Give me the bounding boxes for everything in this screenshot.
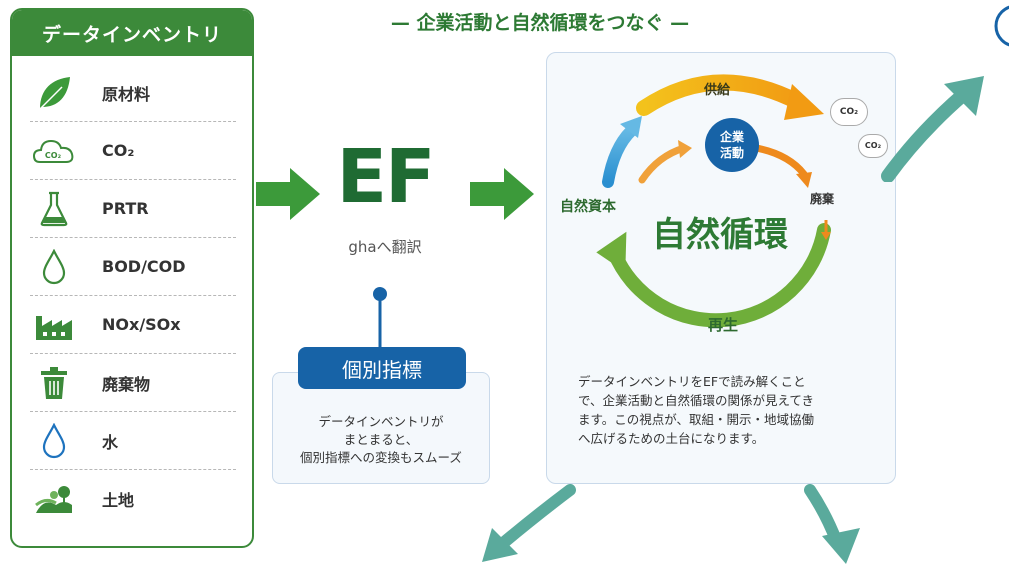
natural-capital-label: 自然資本 [560,199,616,215]
inventory-label: 水 [102,432,119,452]
inventory-label: 原材料 [102,84,151,104]
co2-bubble: CO₂ [830,98,868,126]
supply-arrowhead [784,84,824,120]
business-line: 活動 [719,146,744,160]
inventory-item-raw-materials: 原材料 [30,64,236,122]
water-drop-outline-icon [30,247,78,287]
inner-left-arrowhead [678,140,692,158]
co2-bubble: CO₂ [858,134,888,158]
indicator-line: まとまると、 [343,432,419,447]
inventory-label: NOx/SOx [102,315,181,334]
trash-icon [30,363,78,403]
supply-arc [636,74,806,116]
capital-arc [602,124,638,188]
indicator-text: データインベントリが まとまると、 個別指標への変換もスムーズ [272,413,490,467]
inventory-item-co2: CO₂ CO₂ [30,122,236,180]
inventory-item-bod-cod: BOD/COD [30,238,236,296]
indicator-tag: 個別指標 [298,347,466,389]
right-arrow-icon [256,168,320,220]
ef-subtitle: ghaへ翻訳 [348,238,422,256]
pin-connector [373,287,387,350]
teal-arrow-down-left-icon [482,484,576,562]
inventory-item-water: 水 [30,412,236,470]
inventory-panel: データインベントリ 原材料 CO₂ CO₂ PRTR BOD/COD NOx/S… [10,8,254,548]
teal-arrow-up-right-icon [881,76,984,182]
leaf-icon [30,73,78,113]
teal-arrow-down-icon [804,484,860,564]
regeneration-label: 再生 [708,316,739,334]
corner-ring-decoration [994,5,1009,47]
cycle-diagram [596,74,831,328]
description-line: で、企業活動と自然循環の関係が見えてき [578,393,815,408]
waste-label: 廃棄 [810,192,835,206]
description-line: データインベントリをEFで読み解くこと [578,374,806,389]
land-icon [30,479,78,519]
business-activity-badge: 企業 活動 [705,118,759,172]
inventory-label: PRTR [102,199,149,218]
page-title: — 企業活動と自然循環をつなぐ — [390,12,690,34]
indicator-line: データインベントリが [318,414,444,429]
inventory-item-nox-sox: NOx/SOx [30,296,236,354]
business-line: 企業 [719,130,744,144]
inner-right-arc [752,144,808,178]
inventory-label: CO₂ [102,141,135,160]
description-line: ます。この視点が、取組・開示・地域協働 [578,412,815,427]
inventory-item-land: 土地 [30,470,236,528]
factory-icon [30,305,78,345]
description-line: へ広げるための土台になります。 [578,431,765,446]
waste-arrowhead [821,232,831,240]
inventory-label: 廃棄物 [102,374,151,394]
inner-left-arc [638,144,688,184]
inner-right-arrowhead [796,172,812,188]
capital-arrowhead [620,116,642,138]
regeneration-arrowhead [596,231,627,272]
inventory-item-waste: 廃棄物 [30,354,236,412]
natural-cycle-title: 自然循環 [652,215,788,255]
svg-text:CO₂: CO₂ [45,151,62,160]
water-drop-blue-icon [30,421,78,461]
flask-icon [30,189,78,229]
ef-label: EF [336,134,435,220]
indicator-line: 個別指標への変換もスムーズ [300,450,462,465]
indicator-box [272,372,490,484]
co2-cloud-icon: CO₂ [30,131,78,171]
right-arrow-icon [470,168,534,220]
cycle-description: データインベントリをEFで読み解くこと で、企業活動と自然循環の関係が見えてき … [578,372,878,448]
inventory-header: データインベントリ [12,10,252,56]
inventory-label: 土地 [102,491,135,510]
regeneration-arc [607,223,831,328]
supply-label: 供給 [704,83,731,98]
inventory-label: BOD/COD [102,257,186,276]
inventory-item-prtr: PRTR [30,180,236,238]
